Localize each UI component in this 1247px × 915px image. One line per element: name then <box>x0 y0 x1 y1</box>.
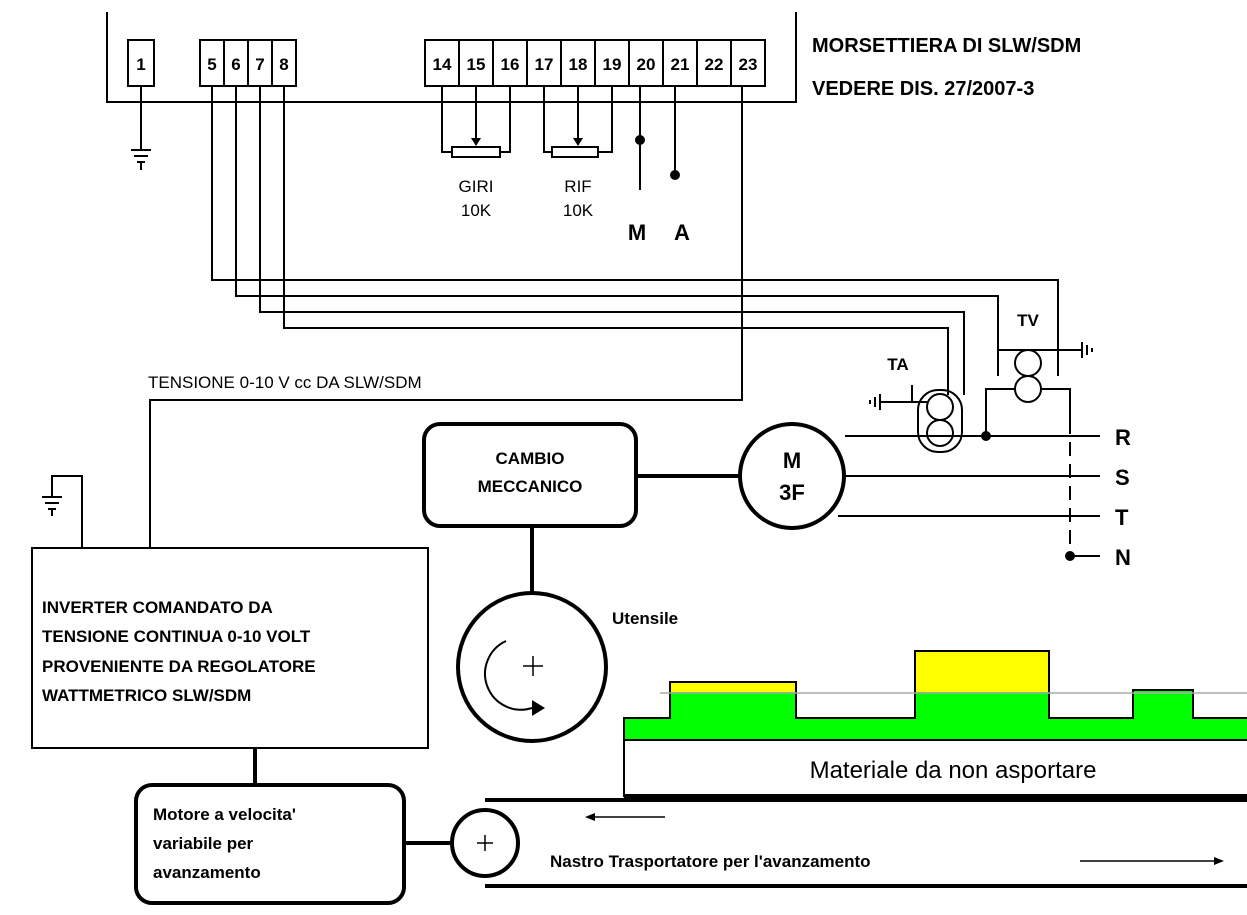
ta-label: TA <box>887 355 908 374</box>
workpiece <box>623 650 1247 741</box>
rotation-arrow-icon <box>484 640 533 711</box>
signal-wire-0-10v <box>149 86 743 548</box>
phase-r-label: R <box>1115 425 1131 450</box>
gearbox-label-line1: CAMBIO <box>496 449 565 468</box>
terminal-label: 6 <box>231 55 240 74</box>
terminal-label: 15 <box>467 55 486 74</box>
wire-terminal-6 <box>235 86 999 350</box>
inverter-ground-wire <box>51 475 83 548</box>
ground-icon <box>42 496 62 516</box>
terminal-label: 19 <box>603 55 622 74</box>
arrow-left-icon <box>585 813 665 821</box>
feed-motor-label-line3: avanzamento <box>153 863 261 882</box>
terminal-label: 23 <box>739 55 758 74</box>
terminal-label: 16 <box>501 55 520 74</box>
inverter-label-line1: INVERTER COMANDATO DA <box>42 598 273 617</box>
tv-label: TV <box>1017 311 1039 330</box>
giri-value: 10K <box>461 201 492 220</box>
inverter-label-line3: PROVENIENTE DA REGOLATORE <box>42 657 316 676</box>
potentiometer-rif <box>543 86 613 158</box>
auto-label: A <box>674 220 690 245</box>
signal-label: TENSIONE 0-10 V cc DA SLW/SDM <box>148 373 422 392</box>
terminal-label: 18 <box>569 55 588 74</box>
phase-t-label: T <box>1115 505 1129 530</box>
wire-terminal-8 <box>283 86 949 395</box>
conveyor-pulley <box>450 808 520 878</box>
removable-stock <box>670 682 796 692</box>
manual-label: M <box>628 220 646 245</box>
rif-label: RIF <box>564 177 591 196</box>
removable-stock <box>915 651 1049 692</box>
wire-terminal-7 <box>259 86 965 395</box>
motor-label-3f: 3F <box>779 480 805 505</box>
phase-n-label: N <box>1115 545 1131 570</box>
terminal-label: 21 <box>671 55 690 74</box>
inverter-box <box>31 547 429 749</box>
conveyor-belt <box>450 798 1247 888</box>
inverter-label-line2: TENSIONE CONTINUA 0-10 VOLT <box>42 627 311 646</box>
terminal-label: 1 <box>136 55 145 74</box>
wire-terminal-5 <box>211 86 1059 350</box>
terminal-label: 17 <box>535 55 554 74</box>
feed-motor-label-line1: Motore a velocita' <box>153 805 296 824</box>
feed-motor-label-line2: variabile per <box>153 834 254 853</box>
selector-switch <box>635 86 680 190</box>
tool-label: Utensile <box>612 609 678 628</box>
voltage-transformer-tv <box>981 342 1093 556</box>
rif-value: 10K <box>563 201 594 220</box>
current-transformer-ta <box>869 385 963 453</box>
gearbox <box>422 422 638 528</box>
terminal-label: 7 <box>255 55 264 74</box>
potentiometer-giri <box>441 86 511 158</box>
base-material <box>623 739 1247 797</box>
terminal-strip: 1 5 6 7 8 14 15 16 17 18 19 20 21 22 23 <box>127 39 766 87</box>
terminal-label: 22 <box>705 55 724 74</box>
gearbox-label-line2: MECCANICO <box>478 477 583 496</box>
inverter-label-line4: WATTMETRICO SLW/SDM <box>42 686 251 705</box>
terminal-block-housing <box>106 12 797 103</box>
terminal-label: 14 <box>433 55 452 74</box>
ground-icon <box>131 149 151 170</box>
phase-s-label: S <box>1115 465 1130 490</box>
base-material-label: Materiale da non asportare <box>810 757 1097 784</box>
terminal-label: 20 <box>637 55 656 74</box>
drawing-reference: VEDERE DIS. 27/2007-3 <box>812 78 1034 100</box>
terminal-label: 5 <box>207 55 216 74</box>
motor-label-m: M <box>783 448 801 473</box>
cutting-tool <box>456 591 608 743</box>
terminal-label: 8 <box>279 55 288 74</box>
giri-label: GIRI <box>459 177 494 196</box>
main-motor <box>738 422 846 530</box>
arrow-right-icon <box>1080 857 1224 865</box>
terminal-block-title: MORSETTIERA DI SLW/SDM <box>812 35 1081 57</box>
conveyor-label: Nastro Trasportatore per l'avanzamento <box>550 852 871 871</box>
